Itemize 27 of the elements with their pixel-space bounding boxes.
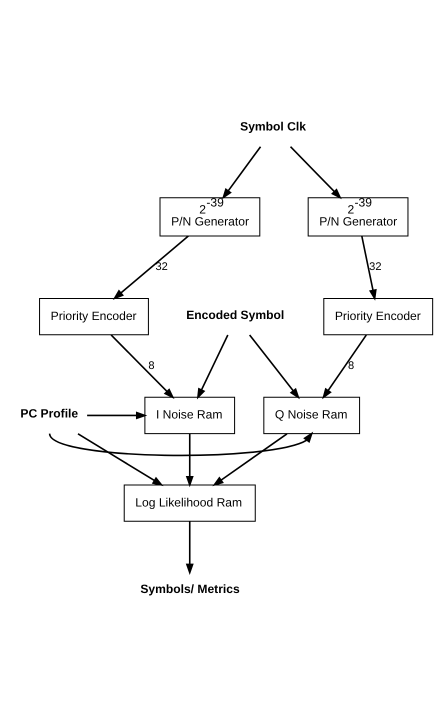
edge-label: 8 bbox=[148, 360, 155, 372]
arrow bbox=[186, 521, 194, 575]
node-box: Q Noise Ram bbox=[263, 396, 360, 434]
arrow bbox=[112, 235, 189, 300]
arrow bbox=[186, 434, 194, 488]
arrow bbox=[48, 432, 314, 456]
arrow bbox=[196, 334, 229, 400]
node-text: Symbols/ Metrics bbox=[140, 582, 240, 596]
node-box: Priority Encoder bbox=[323, 298, 434, 336]
edge-label: 32 bbox=[369, 261, 382, 274]
arrow bbox=[87, 411, 148, 420]
arrow bbox=[290, 146, 342, 200]
arrow bbox=[248, 334, 300, 400]
arrow bbox=[222, 146, 262, 200]
arrow bbox=[110, 334, 174, 400]
arrow bbox=[322, 334, 367, 400]
node-text: Encoded Symbol bbox=[186, 308, 284, 322]
node-box: I Noise Ram bbox=[144, 396, 236, 434]
arrow bbox=[78, 433, 164, 486]
edge-label: 32 bbox=[155, 261, 168, 274]
node-text: PC Profile bbox=[20, 406, 78, 421]
node-box: Priority Encoder bbox=[39, 298, 149, 336]
node-box: Log Likelihood Ram bbox=[124, 484, 256, 522]
edge-label: 8 bbox=[348, 360, 354, 372]
node-text: Symbol Clk bbox=[240, 119, 306, 134]
arrow bbox=[361, 236, 377, 301]
arrow bbox=[212, 433, 288, 486]
